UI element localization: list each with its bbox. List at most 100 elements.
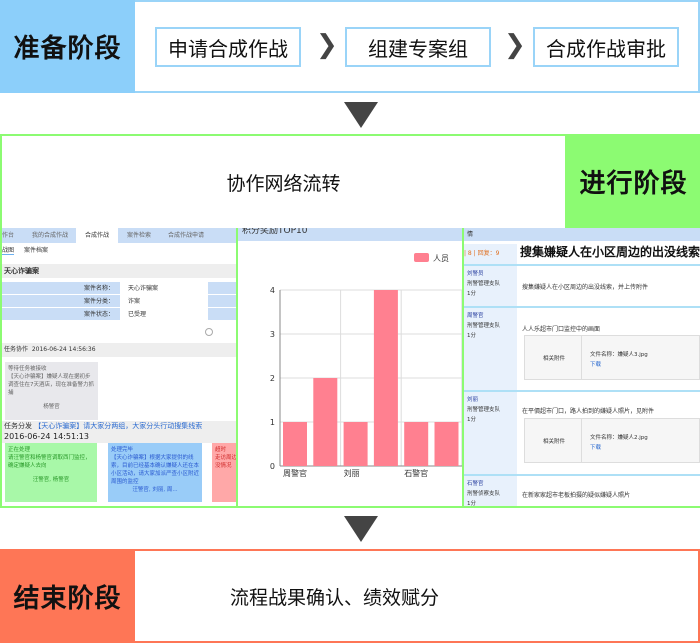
tab[interactable]: 案件检索 — [126, 232, 151, 239]
field-value: 天心诈骗案 — [120, 282, 208, 294]
progress-title: 协作网络流转 — [226, 172, 341, 195]
task-time: 2016-06-24 14:51:13 — [4, 432, 89, 441]
reply-unit: 刑警管理支队 — [467, 407, 501, 413]
tab-bar: 作台 我的合成作战 合成作战 案件检索 合成作战申请 — [2, 228, 236, 243]
case-title: 天心诈骗案 — [2, 264, 236, 278]
download-link[interactable]: 下载 — [590, 445, 602, 451]
reply-author[interactable]: 周警官 — [467, 313, 484, 319]
card-body: 请汪警官和杨警官调取西门监控，确定嫌疑人去向 — [8, 455, 91, 469]
attachment-label: 相关附件 — [543, 356, 566, 362]
y-tick-label: 0 — [270, 462, 275, 471]
field-label: 案件分类： — [2, 295, 120, 307]
reply-score: 1分 — [467, 501, 476, 506]
end-stage-label: 结束阶段 — [0, 549, 135, 643]
bar — [283, 422, 307, 466]
legend-swatch — [414, 253, 429, 262]
task-link[interactable]: 【天心诈骗案】请大家分两组，大家分头行动搜集线索 — [34, 422, 203, 430]
y-tick-label: 3 — [270, 330, 275, 339]
card-body: 【天心诈骗案】嫌疑人现在据初步调查住在7天酒店，现在准备警力抓捕 — [8, 374, 95, 396]
x-tick-label: 周警官 — [283, 468, 307, 478]
end-text: 流程战果确认、绩效赋分 — [230, 586, 440, 609]
task-card-timeout[interactable]: 超时 走访周边没情况 — [212, 443, 236, 502]
tab-active[interactable]: 合成作战 — [76, 228, 118, 243]
attachment-file: 文件名称：嫌疑人2.jpg — [590, 435, 648, 441]
card-body: 【天心诈骗案】根据大家提供的线索，目前已经基本确认嫌疑人还在本小区活动，请大家加… — [111, 455, 200, 485]
reply-text: 人人乐超市门口监控中的画面 — [522, 326, 601, 333]
task-card-processing[interactable]: 正在处理 请汪警官和杨警官调取西门监控，确定嫌疑人去向 汪警官, 杨警官 — [5, 443, 97, 502]
reply-entry: 刘警员刑警管理支队 1分 搜集嫌疑人在小区周边的出没线索，并上传附件 — [464, 264, 700, 306]
prep-stage: 准备阶段 申请合成作战 ❯ 组建专案组 ❯ 合成作战审批 — [0, 0, 700, 93]
subtab[interactable]: 案件档案 — [24, 247, 49, 254]
task-dispatch-row: 任务分发 【天心诈骗案】请大家分两组，大家分头行动搜集线索 2016-06-24… — [2, 421, 236, 443]
reply-score: 1分 — [467, 417, 476, 423]
bar-chart: 0 1 2 3 4 周警官 刘丽 石警官 人员 — [270, 253, 462, 478]
x-tick-label: 刘丽 — [344, 468, 360, 478]
chevron-right-icon: ❯ — [316, 30, 338, 60]
chevron-right-icon: ❯ — [504, 30, 526, 60]
download-link[interactable]: 下载 — [590, 362, 602, 368]
ranking-chart-screenshot: 积分奖励TOP10 0 1 2 3 4 周警官 刘丽 石警官 人员 — [236, 228, 464, 506]
card-who: 杨警官 — [43, 404, 60, 410]
task-label: 任务分发 — [4, 422, 32, 430]
collab-screenshot: 作台 我的合成作战 合成作战 案件检索 合成作战申请 战图 案件档案 天心诈骗案… — [2, 228, 236, 506]
bar — [404, 422, 429, 466]
reply-author[interactable]: 刘丽 — [467, 397, 479, 403]
bar — [313, 378, 338, 466]
reply-unit: 刑警管理支队 — [467, 323, 501, 329]
task-label: 任务协作 — [4, 346, 29, 353]
chart-title: 积分奖励TOP10 — [238, 228, 462, 241]
reply-text: 搜集嫌疑人在小区周边的出没线索，并上传附件 — [522, 284, 649, 291]
detail-counts: | 8 | 回复：9 — [464, 244, 517, 264]
subtab[interactable]: 战图 — [2, 247, 15, 255]
card-status: 超时 — [215, 447, 227, 453]
legend-label: 人员 — [433, 254, 449, 263]
clue-detail-screenshot: 情 | 8 | 回复：9 搜集嫌疑人在小区周边的出没线索，并 刘警员刑警管理支队… — [464, 228, 700, 506]
field-label: 案件状态： — [2, 308, 120, 320]
arrow-down-icon — [344, 516, 378, 542]
case-fields: 案件名称：天心诈骗案 案件分类：诈案 案件状态：已受理 — [2, 282, 236, 321]
reply-author[interactable]: 刘警员 — [467, 271, 484, 277]
task-card-done[interactable]: 处理完毕 【天心诈骗案】根据大家提供的线索，目前已经基本确认嫌疑人还在本小区活动… — [108, 443, 202, 502]
reply-entry: 周警官刑警管理支队 1分 人人乐超市门口监控中的画面 相关附件 文件名称：嫌疑人3.… — [464, 306, 700, 390]
detail-header: 情 — [464, 228, 700, 241]
y-tick-label: 2 — [270, 374, 275, 383]
reply-unit: 刑警管理支队 — [467, 281, 501, 287]
y-tick-label: 1 — [270, 418, 275, 427]
attachment-label: 相关附件 — [543, 439, 566, 445]
progress-stage-label: 进行阶段 — [565, 134, 700, 228]
arrow-down-icon — [344, 102, 378, 128]
step-approve: 合成作战审批 — [533, 27, 679, 67]
field-label: 案件名称： — [2, 282, 120, 294]
y-tick-label: 4 — [270, 286, 275, 295]
detail-title: 搜集嫌疑人在小区周边的出没线索，并 — [520, 245, 700, 259]
card-body: 走访周边没情况 — [215, 455, 236, 469]
reply-score: 1分 — [467, 333, 476, 339]
bar — [373, 290, 398, 466]
bar — [343, 422, 368, 466]
tab[interactable]: 作台 — [2, 232, 15, 239]
card-who: 汪警官, 杨警官 — [32, 477, 70, 483]
task-time: 2016-06-24 14:56:36 — [31, 346, 96, 353]
attachment-file: 文件名称：嫌疑人3.jpg — [590, 352, 648, 358]
expand-icon[interactable] — [205, 328, 213, 336]
step-team: 组建专案组 — [345, 27, 491, 67]
field-value: 已受理 — [120, 308, 208, 320]
field-value: 诈案 — [120, 295, 208, 307]
card-who: 汪警官, 刘丽, 周... — [132, 487, 178, 493]
bar — [434, 422, 459, 466]
x-tick-label: 石警官 — [404, 468, 428, 478]
reply-score: 1分 — [467, 291, 476, 297]
end-stage: 结束阶段 流程战果确认、绩效赋分 — [0, 549, 700, 643]
task-card-waiting[interactable]: 等待任务被接收 【天心诈骗案】嫌疑人现在据初步调查住在7天酒店，现在准备警力抓捕… — [5, 362, 98, 420]
reply-unit: 刑警侦察支队 — [467, 491, 501, 497]
card-status: 等待任务被接收 — [8, 366, 47, 372]
tab[interactable]: 我的合成作战 — [31, 232, 68, 239]
tab[interactable]: 合成作战申请 — [167, 232, 204, 239]
card-status: 处理完毕 — [111, 447, 134, 453]
reply-author[interactable]: 石警官 — [467, 481, 484, 487]
progress-stage: 协作网络流转 进行阶段 作台 我的合成作战 合成作战 案件检索 合成作战申请 战… — [0, 134, 700, 508]
prep-stage-label: 准备阶段 — [0, 0, 135, 93]
card-status: 正在处理 — [8, 447, 31, 453]
